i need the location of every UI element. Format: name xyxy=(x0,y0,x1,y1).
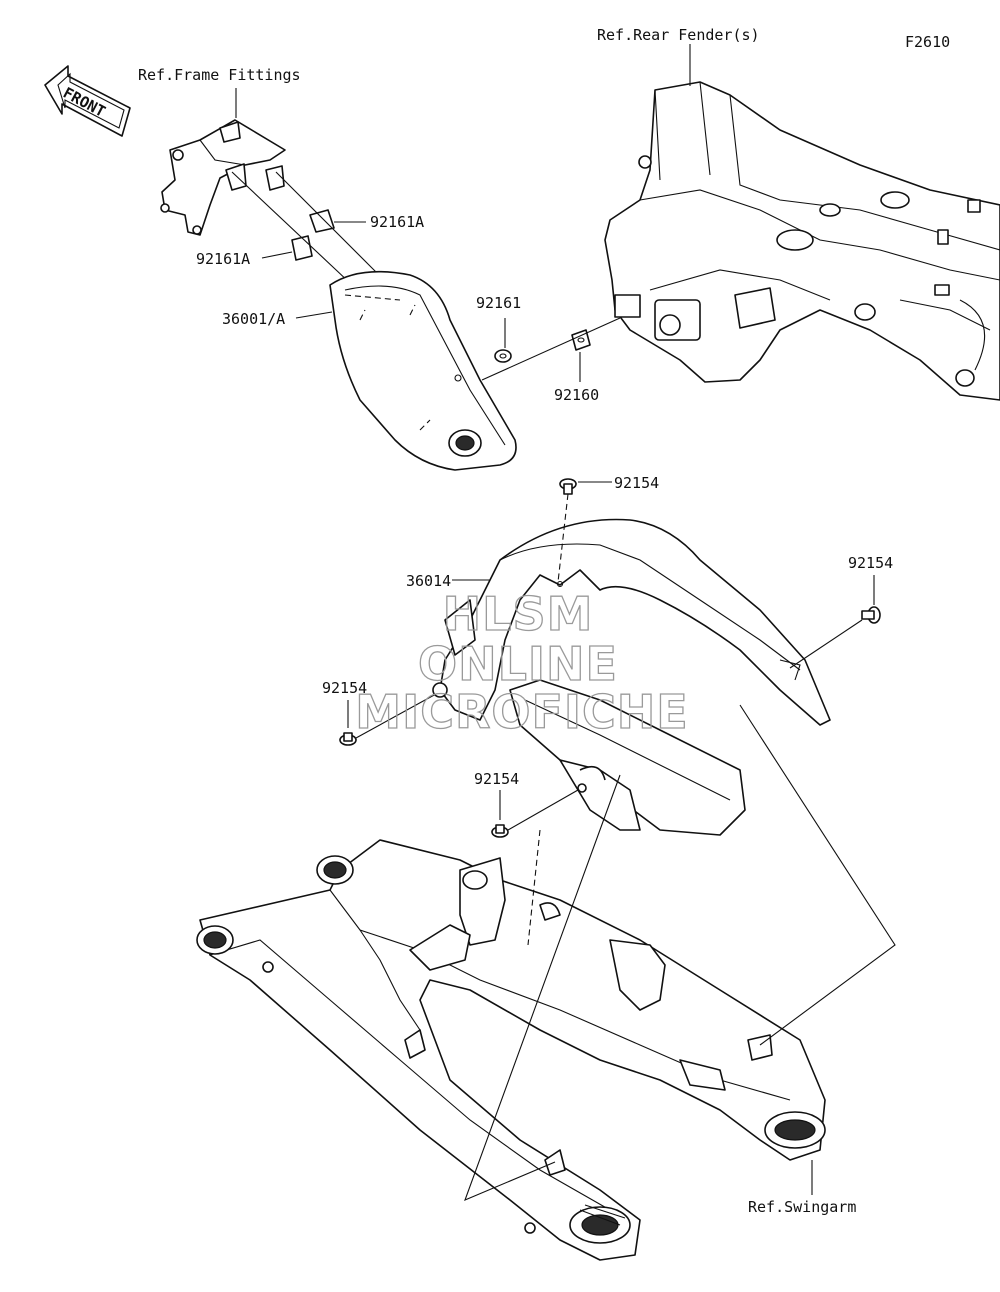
swingarm xyxy=(196,839,826,1261)
rear-fender-assembly xyxy=(604,44,1000,401)
part-label-92161A-lower: 92161A xyxy=(196,250,250,268)
ref-swingarm-label: Ref.Swingarm xyxy=(748,1198,856,1216)
bolt-92154-top xyxy=(557,478,612,583)
part-label-92154-left: 92154 xyxy=(322,679,367,697)
ref-rear-fenders-label: Ref.Rear Fender(s) xyxy=(597,26,760,44)
bolt-92154-right xyxy=(789,575,881,669)
front-direction-arrow-icon: FRONT xyxy=(44,65,131,137)
clip-92161A-upper xyxy=(309,209,366,233)
bolt-92154-left xyxy=(339,693,437,746)
part-label-92154-lower: 92154 xyxy=(474,770,519,788)
frame-fitting-bracket xyxy=(160,88,286,236)
washer-92161 xyxy=(494,318,512,363)
figure-code: F2610 xyxy=(905,33,950,51)
rear-hugger-36014 xyxy=(432,518,831,836)
watermark-line-3: MICROFICHE xyxy=(355,685,688,739)
grommet-92160 xyxy=(571,329,591,382)
watermark-line-1: HLSM xyxy=(443,587,594,641)
part-label-36014: 36014 xyxy=(406,572,451,590)
ref-frame-fittings-label: Ref.Frame Fittings xyxy=(138,66,301,84)
watermark-line-2: ONLINE xyxy=(418,637,618,691)
side-cover-36001A xyxy=(295,270,517,471)
part-label-92154-top: 92154 xyxy=(614,474,659,492)
watermark: HLSM ONLINE MICROFICHE xyxy=(355,586,689,739)
part-label-92160: 92160 xyxy=(554,386,599,404)
part-label-92154-right: 92154 xyxy=(848,554,893,572)
part-label-92161: 92161 xyxy=(476,294,521,312)
part-label-36001A: 36001/A xyxy=(222,310,285,328)
bolt-92154-lower xyxy=(491,789,579,838)
part-label-92161A-upper: 92161A xyxy=(370,213,424,231)
